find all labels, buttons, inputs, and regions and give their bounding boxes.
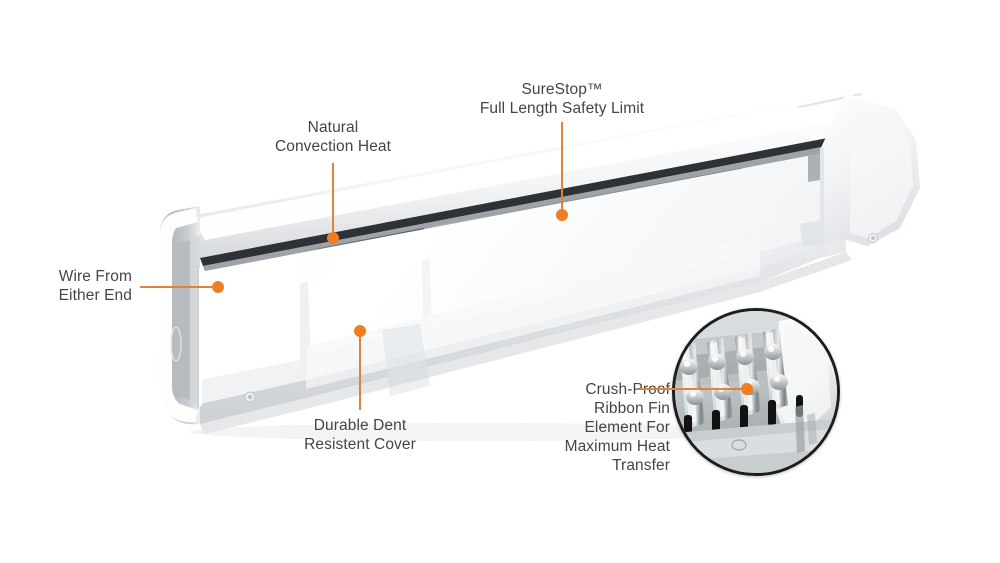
leader-line-wire-from-either-end: [140, 286, 218, 288]
leader-line-crush-proof-ribbon-fin-element: [640, 388, 747, 390]
callout-label-natural-convection-heat: Natural Convection Heat: [274, 119, 392, 155]
leader-line-surestop-full-length-safety-limit: [561, 122, 563, 211]
callout-label-surestop-full-length-safety-limit: SureStop™ Full Length Safety Limit: [479, 81, 645, 117]
callout-dot-crush-proof-ribbon-fin-element[interactable]: [741, 383, 753, 395]
callout-dot-surestop-full-length-safety-limit[interactable]: [556, 209, 568, 221]
callout-label-crush-proof-ribbon-fin-element: Crush-Proof Ribbon Fin Element For Maxim…: [564, 381, 670, 474]
callout-label-durable-dent-resistent-cover: Durable Dent Resistent Cover: [304, 417, 416, 453]
callout-dot-durable-dent-resistent-cover[interactable]: [354, 325, 366, 337]
leader-line-natural-convection-heat: [332, 163, 334, 233]
leader-line-durable-dent-resistent-cover: [359, 336, 361, 410]
callout-dot-natural-convection-heat[interactable]: [327, 232, 339, 244]
ribbon-fin-element-closeup-inset: [672, 308, 840, 476]
callout-dot-wire-from-either-end[interactable]: [212, 281, 224, 293]
callout-label-wire-from-either-end: Wire From Either End: [58, 268, 132, 304]
